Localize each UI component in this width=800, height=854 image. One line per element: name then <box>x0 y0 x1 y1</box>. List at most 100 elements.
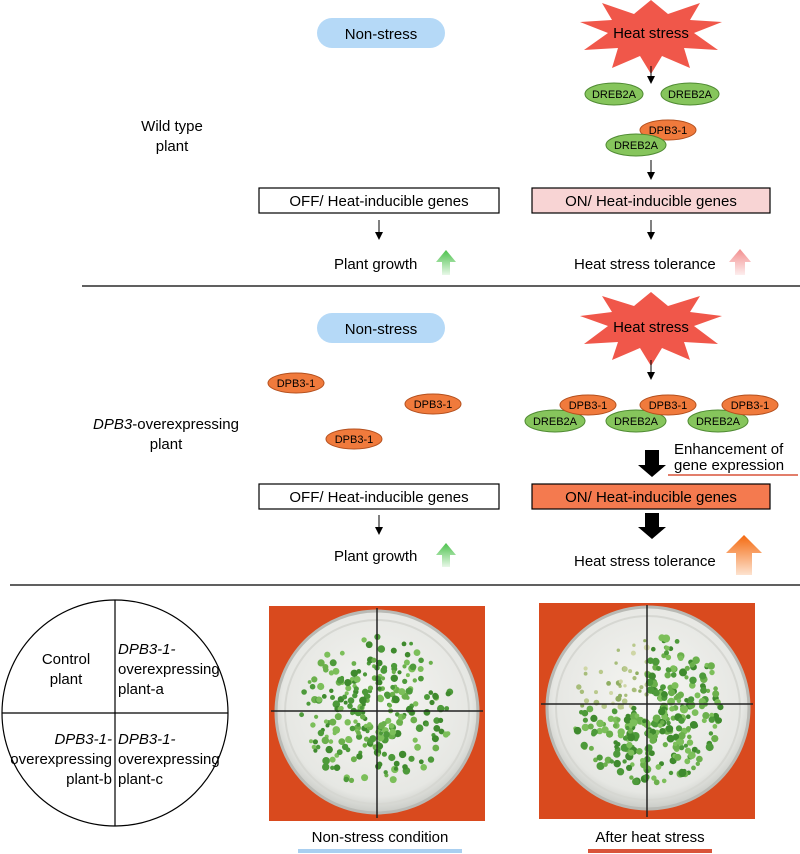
up-arrow-pink-icon <box>729 249 751 275</box>
heat-stress-burst <box>580 292 722 366</box>
seedling-speck <box>630 650 636 656</box>
seedling-speck <box>380 667 388 674</box>
overexpressing-section: Non-stress Heat stress DPB3-overexpressi… <box>93 292 798 575</box>
seedling-speck <box>312 739 318 745</box>
seedling-speck <box>388 723 395 729</box>
seedling-speck <box>389 728 397 736</box>
seedling-speck <box>649 750 655 757</box>
seedling-speck <box>591 728 598 736</box>
seedling-speck <box>601 703 607 709</box>
seedling-speck <box>635 671 639 675</box>
seedling-speck <box>401 641 407 647</box>
seedling-speck <box>322 664 329 670</box>
seedling-speck <box>675 725 683 732</box>
seedling-speck <box>628 669 633 674</box>
overexpressing-rest: -overexpressing <box>132 416 239 433</box>
seedling-speck <box>655 764 662 770</box>
seedling-speck <box>587 723 594 730</box>
seedling-speck <box>653 779 660 786</box>
seedling-speck <box>662 634 671 643</box>
seedling-speck <box>432 744 440 752</box>
seedling-speck <box>397 670 402 675</box>
seedling-speck <box>404 651 411 658</box>
seedling-speck <box>362 672 368 677</box>
seedling-speck <box>402 678 408 685</box>
non-stress-caption: Non-stress condition <box>312 829 449 846</box>
seedling-speck <box>336 676 345 684</box>
seedling-speck <box>371 657 377 663</box>
non-stress-label: Non-stress <box>345 321 418 338</box>
seedling-speck <box>414 743 421 751</box>
seedling-speck <box>694 692 701 699</box>
dpb3-oval <box>325 428 383 450</box>
seedling-speck <box>650 721 657 727</box>
seedling-speck <box>390 647 397 654</box>
dreb2a-label: DREB2A <box>668 89 713 101</box>
seedling-speck <box>581 723 590 732</box>
seedling-speck <box>405 673 410 678</box>
bold-down-arrow-icon <box>638 513 666 539</box>
seedling-speck <box>632 643 636 647</box>
seedling-speck <box>658 707 666 716</box>
seedling-speck <box>709 669 715 676</box>
seedling-speck <box>391 662 398 670</box>
seedling-speck <box>700 687 707 694</box>
seedling-speck <box>360 714 366 720</box>
off-box-label: OFF/ Heat-inducible genes <box>289 489 468 506</box>
plant-a-label-3: plant-a <box>118 681 165 698</box>
seedling-speck <box>598 669 604 675</box>
heat-tolerance-label: Heat stress tolerance <box>574 553 716 570</box>
seedling-speck <box>695 761 700 766</box>
seedling-speck <box>631 705 637 711</box>
seedling-speck <box>396 718 404 726</box>
seedling-speck <box>651 775 657 781</box>
seedling-speck <box>646 686 655 694</box>
seedling-speck <box>334 713 342 721</box>
seedling-speck <box>444 706 450 711</box>
seedling-speck <box>361 637 367 643</box>
seedling-speck <box>418 759 424 765</box>
seedling-speck <box>627 733 636 742</box>
seedling-speck <box>649 737 657 744</box>
seedling-speck <box>329 756 336 763</box>
seedling-speck <box>622 759 627 764</box>
seedling-speck <box>674 753 682 761</box>
seedling-speck <box>664 650 669 656</box>
seedling-speck <box>313 748 318 753</box>
seedling-speck <box>618 693 622 698</box>
seedling-speck <box>328 739 334 744</box>
seedling-speck <box>392 695 400 704</box>
seedling-speck <box>686 739 694 746</box>
seedling-speck <box>367 737 374 745</box>
seedling-speck <box>401 714 406 720</box>
seedling-speck <box>664 672 671 679</box>
seedling-speck <box>427 756 435 763</box>
seedling-speck <box>329 688 334 693</box>
control-plant-label-2: plant <box>50 671 83 688</box>
plant-c-label: DPB3-1- <box>118 731 176 748</box>
seedling-speck <box>623 684 627 688</box>
seedling-speck <box>398 750 407 759</box>
seedling-speck <box>349 677 355 682</box>
seedling-speck <box>330 765 335 770</box>
seedling-speck <box>424 694 430 700</box>
seedling-speck <box>418 675 424 682</box>
seedling-speck <box>349 725 356 732</box>
seedling-speck <box>701 718 707 724</box>
seedling-speck <box>380 676 386 681</box>
seedling-speck <box>317 659 325 667</box>
seedling-speck <box>365 641 373 649</box>
seedling-speck <box>361 774 369 782</box>
seedling-speck <box>415 724 424 732</box>
seedling-speck <box>661 778 667 784</box>
seedling-speck <box>626 764 633 772</box>
seedling-speck <box>361 688 369 696</box>
non-stress-pill <box>317 313 445 343</box>
seedling-speck <box>708 731 714 736</box>
seedling-speck <box>322 757 330 765</box>
seedling-speck <box>579 689 585 694</box>
seedling-speck <box>632 778 640 786</box>
dreb2a-label: DREB2A <box>614 416 659 428</box>
plant-b-label-2: overexpressing <box>10 751 112 768</box>
seedling-speck <box>674 695 679 700</box>
